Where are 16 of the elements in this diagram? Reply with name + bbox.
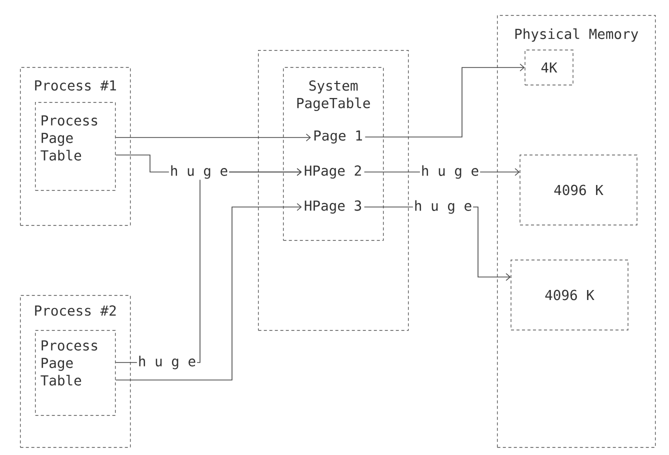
page-frame-box: 4096 K bbox=[520, 154, 638, 226]
page-frame-box: 4K bbox=[524, 50, 574, 86]
table-entry: HPage 3 bbox=[304, 200, 362, 214]
edge-label: h u g e bbox=[136, 354, 198, 370]
edge-label: h u g e bbox=[420, 164, 480, 180]
page-frame-box: 4096 K bbox=[510, 260, 628, 330]
arrow bbox=[115, 203, 302, 380]
outer-box bbox=[258, 50, 409, 331]
table-entry: HPage 2 bbox=[304, 165, 361, 179]
table-entry: Page 1 bbox=[314, 130, 362, 144]
arrow bbox=[364, 64, 525, 138]
edge-label: h u g e bbox=[412, 199, 474, 215]
edge-label: h u g e bbox=[168, 164, 230, 180]
page-table-box: Process Page Table bbox=[35, 330, 116, 416]
page-table-box: Process Page Table bbox=[35, 102, 116, 191]
arrow bbox=[115, 134, 311, 142]
